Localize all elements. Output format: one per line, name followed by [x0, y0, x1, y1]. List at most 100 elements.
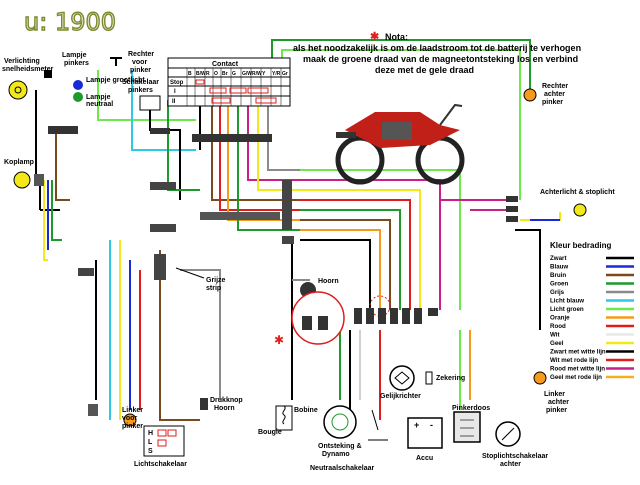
wire-rear-magenta [440, 199, 510, 211]
label-rechter-voor-2: voor [132, 59, 147, 66]
legend-item-label: Geel [550, 340, 564, 347]
wire-rear-yellow [520, 212, 561, 221]
pinker-switch-icon [139, 95, 161, 111]
achterlicht-icon [573, 203, 587, 217]
legend-item-label: Rood [550, 323, 566, 330]
label-drukknop-1: Drukknop [210, 397, 243, 404]
label-rechter-achter-2: achter [544, 91, 565, 98]
wire-contact-2 [211, 100, 300, 201]
label-lampje-neutraal-2: neutraal [86, 101, 113, 108]
wire-green-left [51, 180, 62, 241]
licht-row-h: H [148, 430, 153, 437]
accu-icon [407, 417, 443, 449]
contact-header: B/W [196, 71, 206, 77]
pinker-lamp-icon [44, 70, 52, 78]
wire-right-green [300, 209, 401, 310]
wire-rear-black [515, 229, 541, 330]
drukknop-icon [200, 398, 208, 410]
contact-header: G/W [242, 71, 252, 77]
connector-block [150, 182, 176, 190]
wire-contact-7 [257, 100, 300, 191]
rechter-achter-pinker-icon [523, 88, 537, 102]
label-linker-voor-2: voor [122, 415, 137, 422]
grootlicht-lamp-icon [73, 80, 83, 90]
diagram-title: u: 1900 [24, 8, 116, 36]
wire-right-black [300, 239, 371, 310]
neutraal-switch-icon [368, 409, 388, 441]
connector-block [154, 254, 166, 280]
legend-item-label: Licht groen [550, 306, 584, 313]
wire-right-brown [300, 219, 391, 310]
connector-block [150, 224, 176, 232]
contact-header: Gr [282, 71, 288, 77]
label-rechter-voor-1: Rechter [128, 51, 154, 58]
contact-header: O [214, 71, 218, 77]
linker-achter-pinker-icon [533, 371, 547, 385]
label-lichtschakelaar: Lichtschakelaar [134, 461, 187, 468]
legend-item-label: Zwart met witte lijn [550, 349, 606, 356]
label-rechter-achter-1: Rechter [542, 83, 568, 90]
label-linker-achter-3: pinker [546, 407, 567, 414]
contact-row-stop: Stop [170, 80, 184, 86]
contact-header: Y [262, 71, 266, 77]
contact-header: B [188, 71, 192, 77]
label-bougie: Bougie [258, 429, 282, 436]
label-lampje-pinkers-1: Lampje [62, 52, 87, 59]
label-hoorn: Hoorn [318, 278, 339, 285]
connector-row [354, 308, 438, 324]
legend-item-label: Oranje [550, 315, 570, 322]
connector-block [200, 212, 280, 220]
wire-lower-gray [180, 269, 221, 400]
label-grijze-strip-2: strip [206, 285, 221, 292]
wire-lower-brown [159, 250, 200, 421]
contact-title: Contact [212, 61, 239, 68]
label-linker-voor-1: Linker [122, 407, 143, 414]
label-drukknop-2: Hoorn [214, 405, 235, 412]
connector-block [78, 268, 94, 276]
asterisk-marker-icon: ✱ [274, 333, 284, 347]
label-linker-achter-2: achter [548, 399, 569, 406]
wire-lightblue-top [131, 70, 196, 151]
connector-block [506, 216, 518, 222]
speedometer-lamp-icon [8, 80, 28, 100]
contact-header: R [206, 71, 210, 77]
label-stoplicht-1: Stoplichtschakelaar [482, 453, 548, 460]
wire-contact-8 [267, 100, 300, 171]
licht-row-l: L [148, 439, 153, 446]
wire-yellow-left [43, 180, 48, 261]
legend-item-label: Groen [550, 281, 568, 288]
label-linker-voor-3: pinker [122, 423, 143, 430]
koplamp-icon [13, 171, 31, 189]
connector-block [282, 236, 294, 244]
wire-lightgreen-top [97, 70, 196, 121]
legend-item-label: Licht blauw [550, 298, 584, 305]
connector-block [506, 196, 518, 202]
contact-header: Br [222, 71, 228, 77]
legend-item-label: Wit [550, 332, 560, 339]
neutraal-lamp-icon [73, 92, 83, 102]
label-lampje-neutraal-1: Lampje [86, 94, 111, 101]
legend-item-label: Zwart [550, 255, 567, 262]
legend-item-label: Bruin [550, 272, 566, 279]
label-stoplicht-2: achter [500, 461, 521, 468]
wire-right-yellow [300, 189, 421, 310]
label-linker-achter-1: Linker [544, 391, 565, 398]
label-grijze-strip-1: Grijze [206, 277, 226, 284]
connector-block [150, 128, 170, 134]
label-lampje-grootlicht: Lampje grootlicht [86, 77, 145, 84]
legend-item-label: Blauw [550, 264, 568, 271]
legend-title: Kleur bedrading [550, 241, 611, 250]
licht-row-s: S [148, 448, 153, 455]
legend-item-label: Geel met rode lijn [550, 374, 602, 381]
pinkerdoos-icon [453, 411, 481, 443]
connector-block [34, 174, 44, 186]
wire-contact-5 [237, 100, 300, 231]
linker-voor-pinker-icon [123, 413, 137, 427]
label-rechter-voor-3: pinker [130, 67, 151, 74]
contact-row-2: II [172, 99, 176, 105]
wire-layer [35, 39, 561, 421]
detail-marker [369, 295, 391, 317]
label-accu: Accu [416, 455, 433, 462]
